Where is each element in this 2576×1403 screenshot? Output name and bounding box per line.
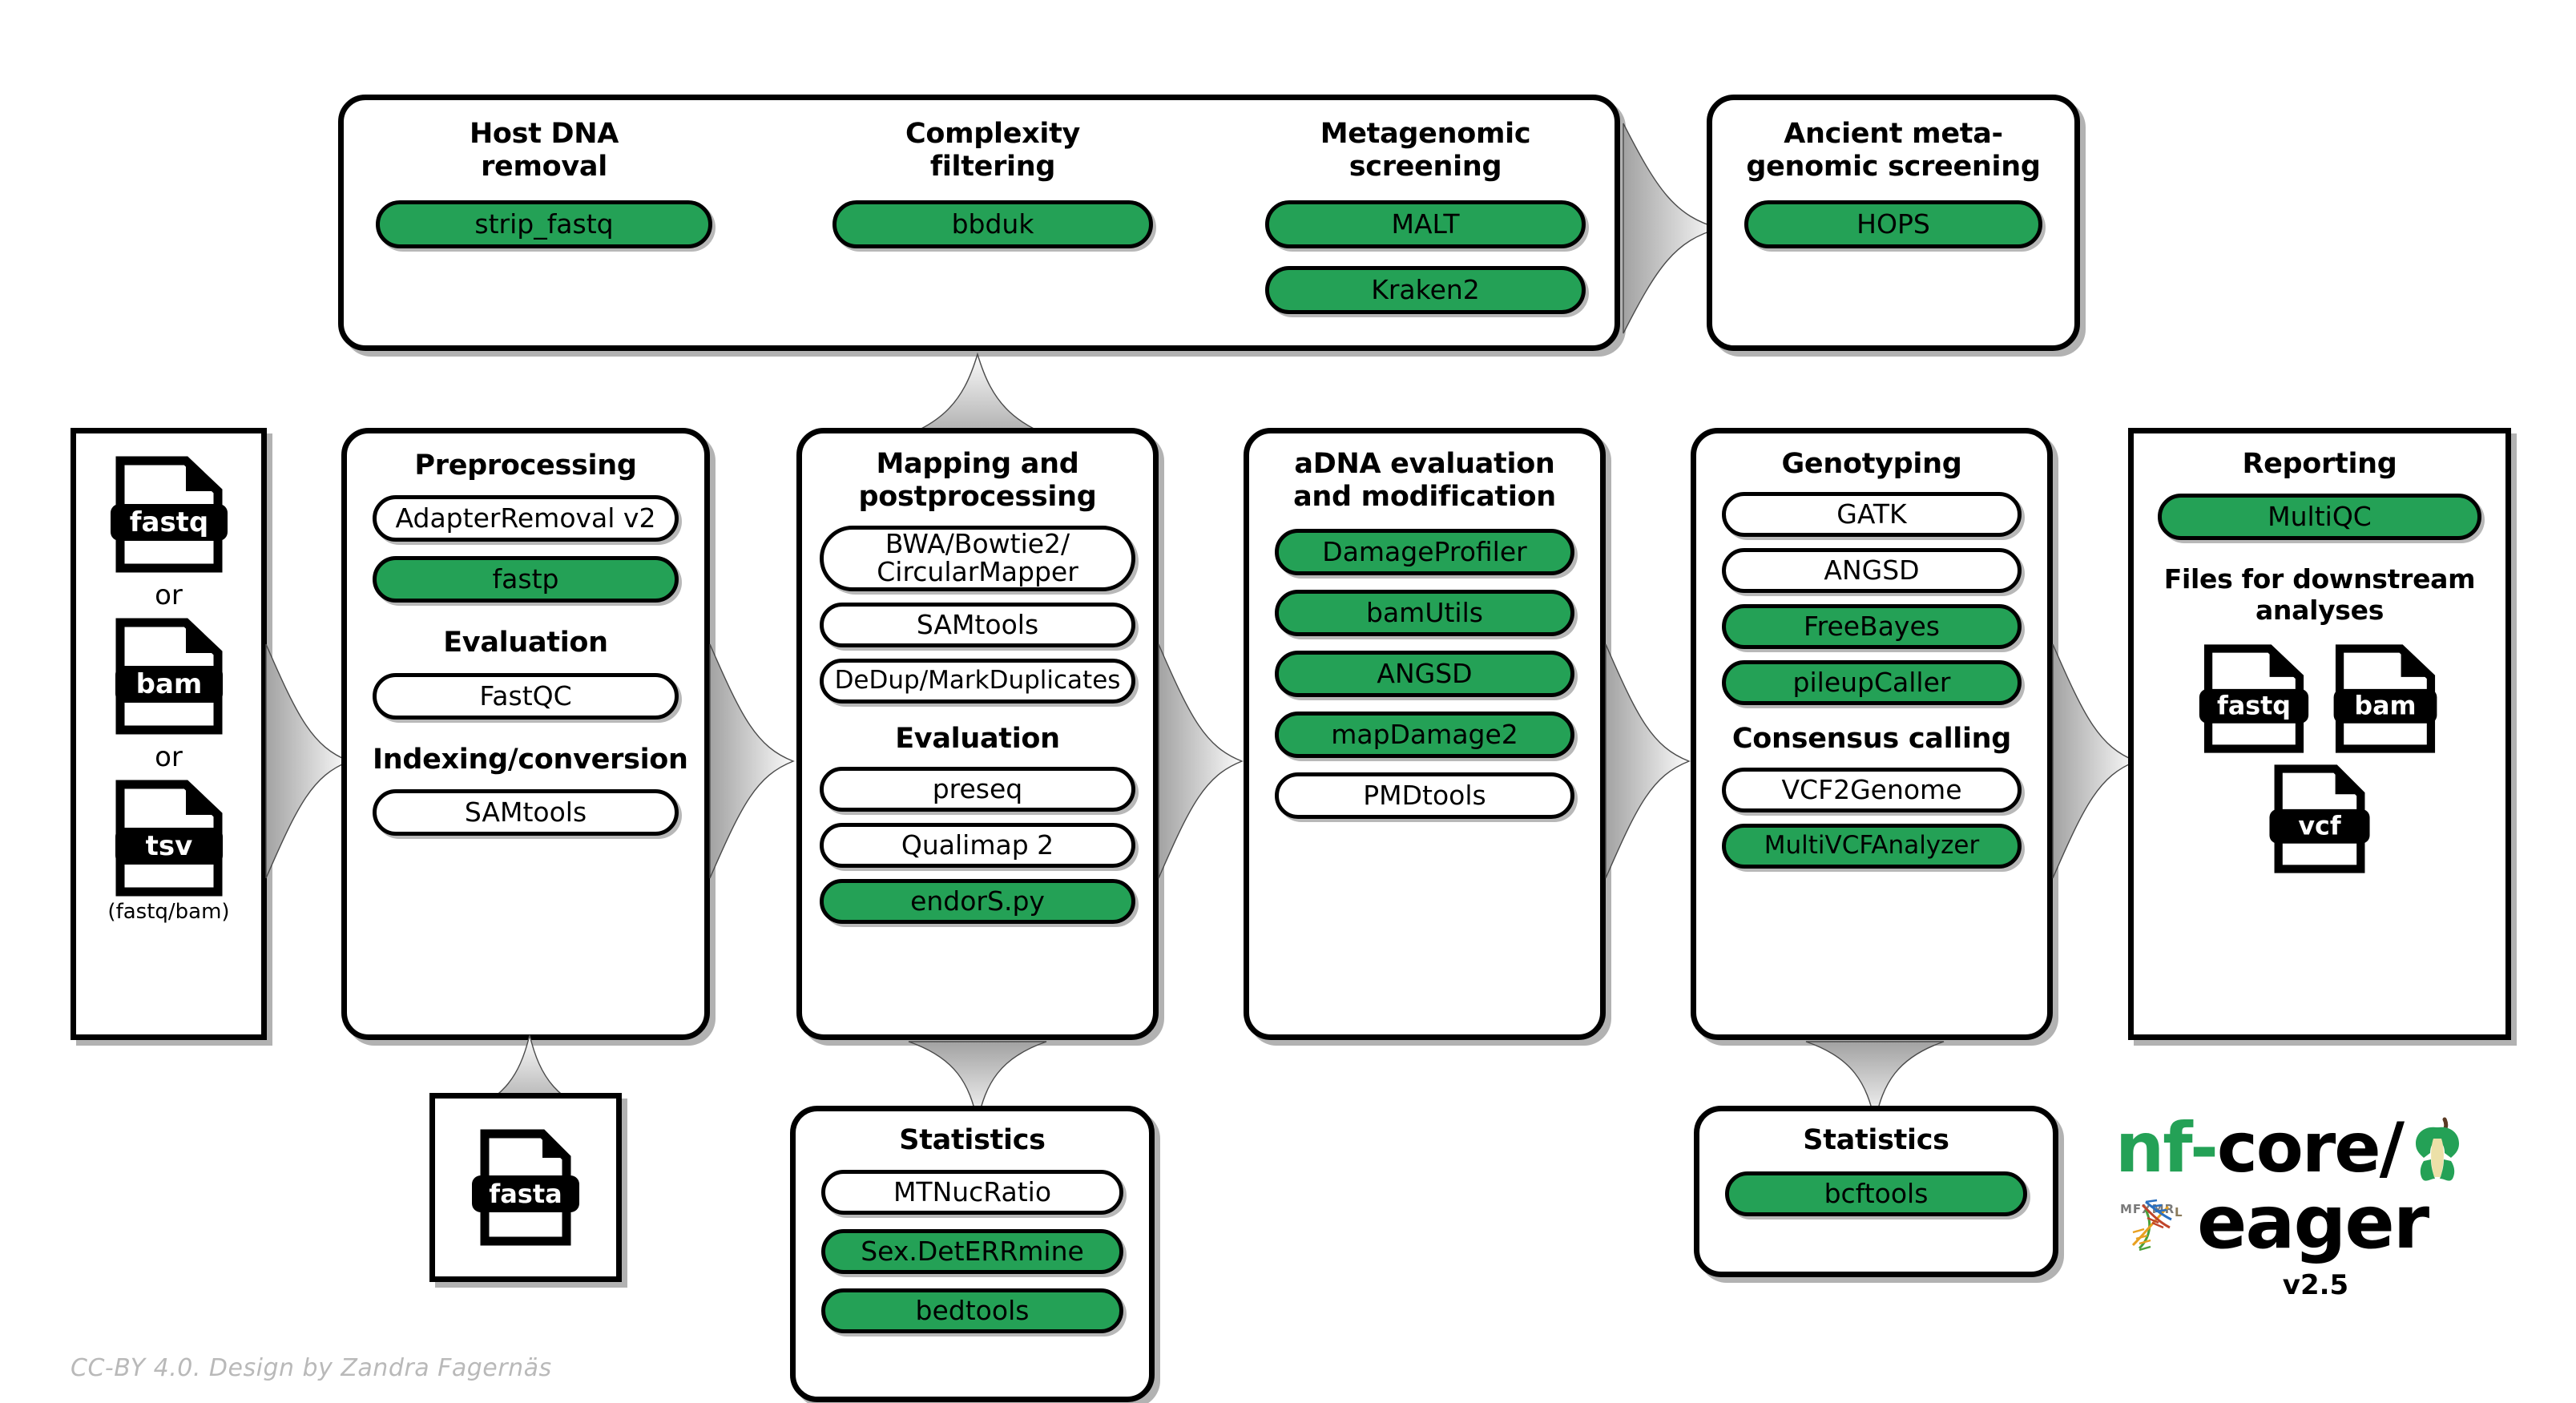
file-label: tsv (145, 830, 192, 862)
group-title: Metagenomic screening (1320, 118, 1531, 183)
box-title: aDNA evaluation and modification (1293, 448, 1556, 514)
input-format-note: (fastq/bam) (107, 900, 230, 924)
fasta-file-icon: fasta (466, 1127, 586, 1248)
box-title: Reporting (2242, 448, 2397, 480)
box-title: Statistics (899, 1124, 1046, 1156)
section-heading-consensus-calling: Consensus calling (1731, 723, 2012, 756)
statistics-left-box: Statistics MTNucRatio Sex.DetERRmine bed… (790, 1106, 1155, 1402)
tool-pill-dedup-markduplicates[interactable]: DeDup/MarkDuplicates (820, 658, 1135, 704)
group-title: Host DNA removal (469, 118, 619, 183)
tool-pill-freebayes[interactable]: FreeBayes (1722, 604, 2022, 650)
tool-pill-multivcfanalyzer[interactable]: MultiVCFAnalyzer (1722, 823, 2022, 869)
tool-pill-bedtools[interactable]: bedtools (821, 1288, 1123, 1334)
tool-pill-endors-py[interactable]: endorS.py (820, 878, 1135, 924)
arrow-mapping-to-adna (1155, 641, 1245, 881)
input-files-box: fastq or bam or tsv (fastq/bam) (71, 428, 267, 1040)
tool-pill-pileupcaller[interactable]: pileupCaller (1722, 660, 2022, 706)
reporting-box: Reporting MultiQC Files for downstream a… (2128, 428, 2511, 1040)
arrow-genotyping-to-reporting (2050, 641, 2139, 881)
svg-text:L: L (2175, 1205, 2183, 1220)
tool-pill-pmdtools[interactable]: PMDtools (1275, 772, 1574, 819)
tool-pill-fastqc[interactable]: FastQC (373, 672, 679, 720)
downstream-files-heading: Files for downstream analyses (2163, 563, 2476, 627)
tool-pill-damageprofiler[interactable]: DamageProfiler (1275, 528, 1574, 575)
mapping-postprocessing-box: Mapping and postprocessing BWA/Bowtie2/ … (796, 428, 1159, 1040)
dna-helix-icon: MFXMR L (2115, 1187, 2195, 1258)
tool-pill-bamutils[interactable]: bamUtils (1275, 589, 1574, 636)
logo-core-text: core/ (2216, 1108, 2405, 1188)
tool-pill-gatk[interactable]: GATK (1722, 492, 2022, 538)
box-title: Genotyping (1781, 448, 1962, 480)
fastq-output-file-icon: fastq (2198, 643, 2310, 755)
logo-line-eager: MFXMR L (2115, 1186, 2516, 1260)
tool-pill-mtnucratio[interactable]: MTNucRatio (821, 1170, 1123, 1216)
arrow-preprocessing-to-mapping (707, 641, 796, 881)
tool-pill-bcftools[interactable]: bcftools (1725, 1171, 2027, 1217)
file-label: fastq (129, 506, 208, 538)
logo-version-label: v2.5 (2282, 1269, 2349, 1301)
group-host-dna-removal: Host DNA removal strip_fastq (376, 118, 712, 248)
box-title: Statistics (1803, 1124, 1949, 1156)
tool-pill-samtools-preproc[interactable]: SAMtools (373, 788, 679, 836)
box-title: Mapping and postprocessing (858, 448, 1097, 514)
section-heading-indexing-conversion: Indexing/conversion (373, 743, 688, 776)
genotyping-box: Genotyping GATK ANGSD FreeBayes pileupCa… (1691, 428, 2053, 1040)
apple-core-icon (2409, 1116, 2465, 1181)
tool-pill-hops[interactable]: HOPS (1744, 200, 2042, 248)
file-label: fastq (2217, 692, 2291, 721)
downstream-file-icons-row: fastq bam (2158, 643, 2481, 755)
or-separator-1: or (155, 579, 183, 611)
tool-pill-bwa-bowtie2-circularmapper[interactable]: BWA/Bowtie2/ CircularMapper (820, 525, 1135, 591)
adna-evaluation-box: aDNA evaluation and modification DamageP… (1244, 428, 1606, 1040)
bam-file-icon: bam (109, 616, 229, 736)
logo-nf-text: nf- (2115, 1108, 2219, 1188)
logo-eager-text: eager (2197, 1179, 2429, 1265)
tool-pill-qualimap-2[interactable]: Qualimap 2 (820, 822, 1135, 868)
group-metagenomic-screening: Metagenomic screening MALT Kraken2 (1265, 118, 1586, 314)
tool-pill-kraken2[interactable]: Kraken2 (1265, 265, 1586, 314)
tool-pill-multiqc[interactable]: MultiQC (2158, 494, 2481, 541)
bam-output-file-icon: bam (2329, 643, 2441, 755)
ancient-metagenomic-screening-box: Ancient meta- genomic screening HOPS (1707, 95, 2080, 351)
tool-pill-fastp[interactable]: fastp (373, 556, 679, 603)
top-panel: Host DNA removal strip_fastq Complexity … (338, 95, 1620, 351)
box-title: Ancient meta- genomic screening (1746, 118, 2041, 183)
box-title: Preprocessing (414, 450, 637, 482)
credit-attribution: CC-BY 4.0. Design by Zandra Fagernäs (71, 1354, 552, 1382)
tool-pill-angsd-genotyping[interactable]: ANGSD (1722, 548, 2022, 594)
tool-pill-strip-fastq[interactable]: strip_fastq (376, 200, 712, 248)
tool-pill-malt[interactable]: MALT (1265, 200, 1586, 248)
file-label: fasta (489, 1179, 562, 1209)
fasta-reference-box: fasta (429, 1093, 622, 1282)
file-label: vcf (2298, 812, 2341, 841)
tool-pill-mapdamage2[interactable]: mapDamage2 (1275, 711, 1574, 758)
or-separator-2: or (155, 741, 183, 773)
tool-pill-samtools-mapping[interactable]: SAMtools (820, 602, 1135, 647)
tool-pill-bbduk[interactable]: bbduk (832, 200, 1153, 248)
tsv-file-icon: tsv (109, 778, 229, 898)
statistics-right-box: Statistics bcftools (1694, 1106, 2058, 1277)
nf-core-eager-logo: nf- core/ MFXMR L (2115, 1114, 2516, 1301)
fastq-file-icon: fastq (109, 454, 229, 575)
vcf-output-file-icon: vcf (2264, 763, 2376, 875)
logo-line-nf-core: nf- core/ (2115, 1114, 2516, 1183)
tool-pill-adapterremoval-v2[interactable]: AdapterRemoval v2 (373, 495, 679, 542)
preprocessing-box: Preprocessing AdapterRemoval v2 fastp Ev… (341, 428, 710, 1040)
arrow-input-to-preprocessing (263, 641, 353, 881)
section-heading-evaluation: Evaluation (443, 627, 608, 659)
file-label: bam (135, 668, 202, 700)
tool-pill-angsd-adna[interactable]: ANGSD (1275, 650, 1574, 697)
arrow-adna-to-genotyping (1602, 641, 1692, 881)
group-complexity-filtering: Complexity filtering bbduk (832, 118, 1153, 248)
tool-pill-vcf2genome[interactable]: VCF2Genome (1722, 767, 2022, 812)
group-title: Complexity filtering (905, 118, 1081, 183)
section-heading-evaluation: Evaluation (895, 722, 1060, 755)
file-label: bam (2354, 692, 2416, 721)
vcf-file-row: vcf (2158, 763, 2481, 875)
tool-pill-sex-deterrmine[interactable]: Sex.DetERRmine (821, 1229, 1123, 1275)
tool-pill-preseq[interactable]: preseq (820, 766, 1135, 812)
